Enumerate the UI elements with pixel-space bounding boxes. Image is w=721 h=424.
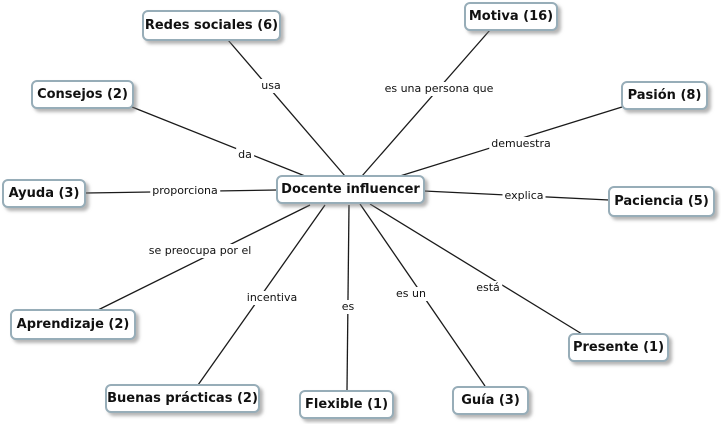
link-label-se-preocupa-por-el: se preocupa por el [146, 244, 254, 258]
line-center-motiva [361, 29, 491, 177]
concept-flexible[interactable]: Flexible (1) [299, 390, 394, 419]
link-label-explica: explica [502, 189, 546, 203]
link-label-es-una-persona-que: es una persona que [382, 82, 496, 96]
line-center-redes [227, 39, 346, 177]
link-label-es: es [339, 300, 357, 314]
link-label-incentiva: incentiva [244, 291, 300, 305]
concept-buenas-practicas[interactable]: Buenas prácticas (2) [105, 384, 260, 413]
line-center-consejos [131, 106, 306, 177]
concept-pasion[interactable]: Pasión (8) [621, 81, 708, 110]
concept-docente-influencer[interactable]: Docente influencer [276, 175, 425, 204]
link-label-esta: está [474, 281, 502, 295]
concept-redes-sociales[interactable]: Redes sociales (6) [142, 10, 281, 41]
line-center-flexible [346, 204, 350, 391]
concept-ayuda[interactable]: Ayuda (3) [2, 179, 86, 208]
concept-presente[interactable]: Presente (1) [568, 333, 669, 362]
link-label-es-un: es un [394, 287, 428, 301]
concept-paciencia[interactable]: Paciencia (5) [608, 186, 715, 217]
concept-consejos[interactable]: Consejos (2) [31, 80, 134, 109]
link-label-demuestra: demuestra [489, 137, 553, 151]
link-label-proporciona: proporciona [150, 184, 220, 198]
concept-guia[interactable]: Guía (3) [452, 386, 529, 415]
link-label-da: da [236, 148, 254, 162]
line-center-presente [369, 203, 583, 335]
concept-aprendizaje[interactable]: Aprendizaje (2) [10, 309, 136, 340]
concept-motiva[interactable]: Motiva (16) [464, 2, 558, 31]
link-label-usa: usa [259, 79, 283, 93]
